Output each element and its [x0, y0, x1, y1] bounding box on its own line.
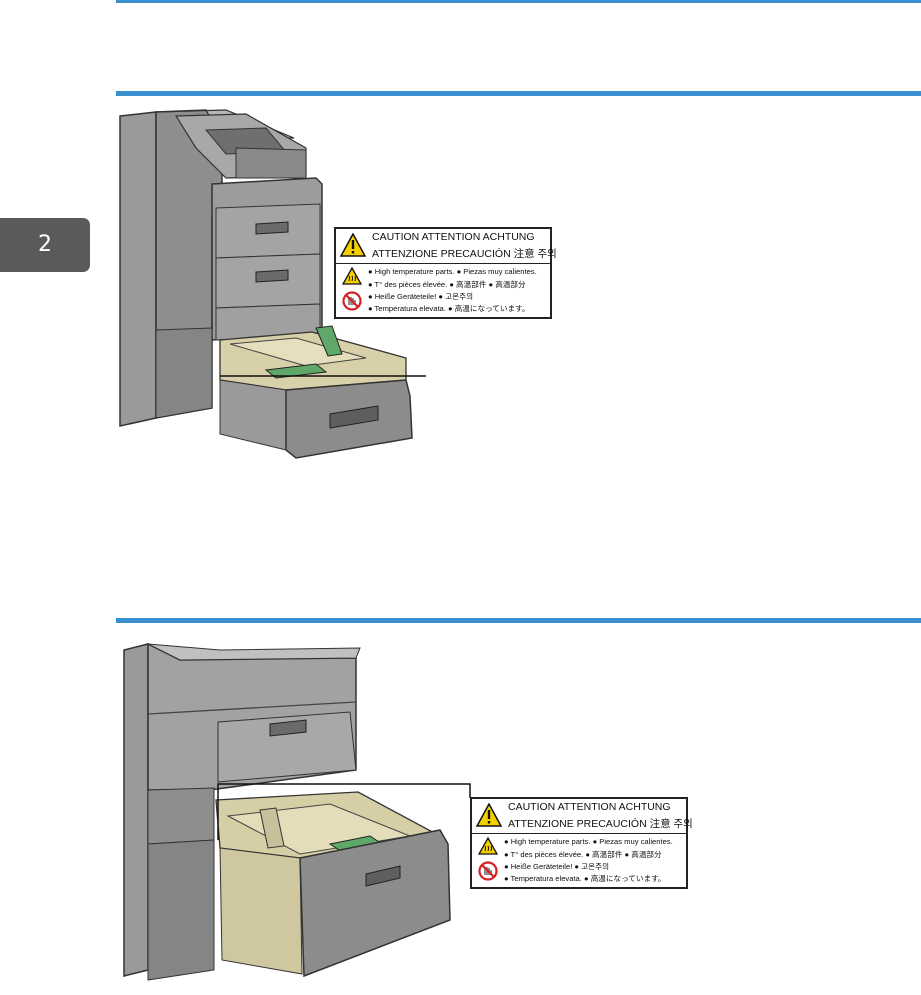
hot-surface-icon: [478, 837, 498, 855]
caution-title-line2: ATTENZIONE PRECAUCIÓN 注意 주의: [508, 818, 693, 830]
caution-row-4: ● Temperatura elevata. ● 高温になっています。: [368, 304, 530, 313]
caution-row-1: ● High temperature parts. ● Piezas muy c…: [368, 267, 537, 276]
caution-row-2: ● T° des pièces élevée. ● 高溫部件 ● 高温部分: [368, 280, 526, 289]
warning-triangle-icon: [340, 233, 366, 257]
no-touch-icon: [478, 861, 498, 881]
section-rule-2: [116, 618, 921, 623]
caution-label-1: CAUTION ATTENTION ACHTUNG ATTENZIONE PRE…: [334, 227, 557, 319]
caution-row-2: ● T° des pièces élevée. ● 高溫部件 ● 高温部分: [504, 850, 662, 859]
printer-tray-illustration-1: [119, 109, 426, 459]
hot-surface-icon: [342, 267, 362, 285]
header-rule: [116, 0, 921, 3]
section-rule-1: [116, 91, 921, 96]
caution-row-4: ● Temperatura elevata. ● 高温になっています。: [504, 874, 666, 883]
chapter-number: 2: [38, 232, 52, 257]
caution-row-3: ● Heiße Geräteteile! ● 고온주의: [504, 862, 610, 871]
no-touch-icon: [342, 291, 362, 311]
caution-row-1: ● High temperature parts. ● Piezas muy c…: [504, 837, 673, 846]
chapter-tab: 2: [0, 218, 90, 272]
caution-title-line1: CAUTION ATTENTION ACHTUNG: [508, 801, 671, 813]
warning-triangle-icon: [476, 803, 502, 827]
printer-tray-illustration-2: [123, 642, 471, 981]
caution-label-2: CAUTION ATTENTION ACHTUNG ATTENZIONE PRE…: [470, 797, 693, 889]
caution-row-3: ● Heiße Geräteteile! ● 고온주의: [368, 292, 474, 301]
caution-title-line1: CAUTION ATTENTION ACHTUNG: [372, 231, 535, 243]
caution-title-line2: ATTENZIONE PRECAUCIÓN 注意 주의: [372, 248, 557, 260]
